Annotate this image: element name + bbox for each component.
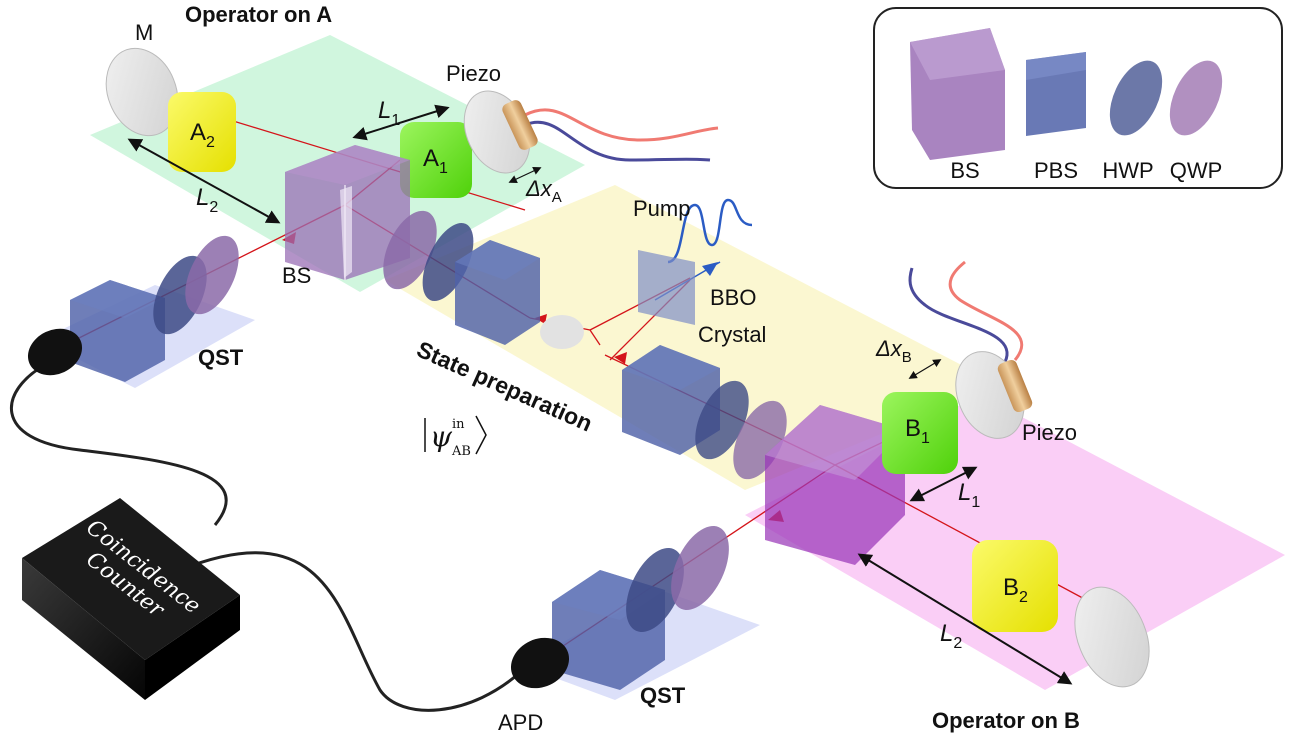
green-cube-a1	[400, 122, 472, 198]
l1-arrow-a	[352, 104, 450, 141]
operator-b-title: Operator on B	[932, 708, 1080, 733]
l1-arrow-b	[909, 466, 978, 502]
green-cube-b1	[882, 392, 958, 474]
svg-text:in: in	[452, 417, 465, 432]
psi-ket-label: ψ in AB	[424, 415, 487, 459]
legend-bs-symbol	[910, 28, 1005, 160]
b1-label: B1	[905, 415, 930, 447]
piezo-a-actuator	[502, 100, 538, 150]
qst-b-label: QST	[640, 683, 686, 708]
dx-arrow-b	[908, 359, 942, 379]
apd-a-detector	[27, 328, 83, 376]
qst-b-qwp	[671, 525, 729, 611]
pbs-a-prep	[455, 240, 540, 345]
l2-b-label: L2	[940, 620, 962, 652]
l2-arrow-b	[857, 553, 1073, 685]
piezo-a-label: Piezo	[446, 61, 501, 86]
apd-label: APD	[498, 710, 543, 735]
qst-a-label: QST	[198, 345, 244, 370]
legend-pbs-label: PBS	[1034, 158, 1078, 183]
pump-pulse	[667, 198, 753, 264]
legend-hwp-label: HWP	[1102, 158, 1153, 183]
b2-label: B2	[1003, 574, 1028, 606]
pump-arrowhead	[702, 262, 718, 276]
apd-b-detector	[510, 637, 570, 689]
dx-a-label: ΔxA	[525, 176, 562, 206]
pump-label: Pump	[633, 196, 690, 221]
bs-b	[765, 405, 905, 565]
legend-bs-label: BS	[950, 158, 979, 183]
l1-a-label: L1	[378, 97, 400, 129]
piezo-b-blue-wire	[908, 267, 1009, 363]
beam-arrow-bbo	[614, 352, 627, 364]
legend-pbs-symbol	[1026, 52, 1086, 136]
bbo-label-line1: BBO	[710, 285, 756, 310]
qwp-a-prep	[383, 210, 437, 290]
legend-hwp-symbol	[1109, 60, 1163, 136]
operator-a-title: Operator on A	[185, 2, 332, 27]
svg-text:ψ: ψ	[430, 420, 453, 453]
qst-a-qwp	[185, 235, 239, 315]
mirror-a	[105, 47, 179, 137]
legend-qwp-label: QWP	[1170, 158, 1223, 183]
piezo-b-actuator	[997, 359, 1033, 413]
l1-b-label: L1	[958, 479, 980, 511]
bbo-crystal	[638, 250, 695, 325]
prep-lens-a	[540, 315, 584, 349]
beam-arrow-pbs	[535, 314, 547, 324]
apd-b-cable	[179, 551, 527, 712]
mirror-b	[1074, 586, 1150, 688]
qst-a-pbs	[70, 280, 165, 382]
apd-a-cable	[10, 363, 228, 526]
a2-label: A2	[190, 119, 215, 151]
piezo-b-red-wire	[948, 260, 1024, 361]
piezo-b-label: Piezo	[1022, 420, 1077, 445]
hwp-b-prep	[695, 380, 749, 460]
bs-a-label: BS	[282, 263, 311, 288]
legend-qwp-symbol	[1169, 60, 1223, 136]
dx-b-label: ΔxB	[875, 336, 912, 366]
piezo-a-blue-wire	[524, 120, 711, 162]
piezo-a-red-wire	[524, 108, 719, 142]
l2-a-label: L2	[196, 184, 218, 216]
bbo-label-line2: Crystal	[698, 322, 766, 347]
l2-arrow-a	[127, 138, 281, 224]
bs-a	[285, 145, 410, 280]
mirror-a-label: M	[135, 20, 153, 45]
pbs-b-prep	[622, 345, 720, 455]
qst-b-hwp	[626, 547, 684, 633]
dx-arrow-a	[508, 167, 542, 183]
hwp-a-prep	[422, 223, 474, 301]
coincidence-counter	[22, 498, 240, 700]
svg-text:AB: AB	[451, 444, 471, 459]
a1-label: A1	[423, 145, 448, 177]
